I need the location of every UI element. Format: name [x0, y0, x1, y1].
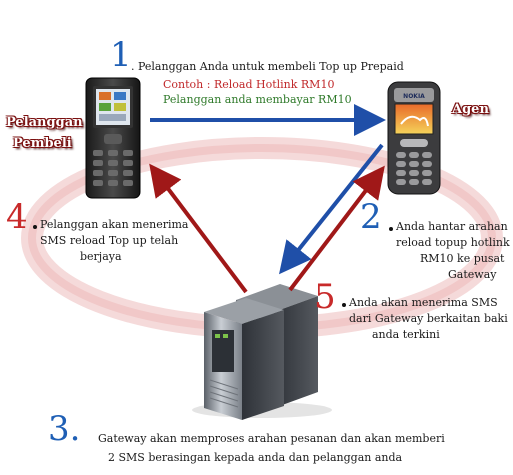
- svg-text:NOKIA: NOKIA: [403, 93, 425, 100]
- step2-line3: RM10 ke pusat: [420, 252, 505, 265]
- step2-bullet: [389, 227, 393, 231]
- step1-payment: Pelanggan anda membayar RM10: [163, 93, 352, 106]
- step2-number: 2: [360, 197, 382, 237]
- step5-line1: Anda akan menerima SMS: [349, 296, 498, 309]
- arrow-gateway-to-customer: [149, 163, 248, 294]
- step4-bullet: [33, 225, 37, 229]
- arrow-gateway-to-agent: [288, 165, 385, 292]
- step4-number: 4: [6, 197, 28, 237]
- step5-bullet: [342, 303, 346, 307]
- step5-line2: dari Gateway berkaitan baki: [349, 312, 508, 325]
- step2-line1: Anda hantar arahan: [396, 220, 508, 233]
- step3-number: 3.: [48, 409, 81, 449]
- step2-line4: Gateway: [448, 268, 497, 281]
- step4-line2: SMS reload Top up telah: [40, 234, 179, 247]
- step3-line1: Gateway akan memproses arahan pesanan da…: [98, 432, 445, 445]
- agent-label: Agen: [452, 102, 489, 117]
- step4-line1: Pelanggan akan menerima: [40, 218, 189, 231]
- arrow-agent-to-gateway: [279, 143, 384, 275]
- customer-label-line2: Pembeli: [13, 136, 72, 151]
- step4-line3: berjaya: [80, 250, 122, 263]
- gateway-server-image: [192, 284, 332, 420]
- agent-phone-image: NOKIA: [387, 81, 441, 195]
- customer-phone-image: [85, 77, 141, 199]
- step1-number: 1: [110, 35, 132, 75]
- step2-line2: reload topup hotlink: [396, 236, 510, 249]
- step3-line2: 2 SMS berasingan kepada anda dan pelangg…: [108, 451, 403, 464]
- arrows: [149, 104, 386, 294]
- step5-number: 5: [314, 277, 336, 317]
- step1-example: Contoh : Reload Hotlink RM10: [163, 78, 335, 91]
- customer-label-line1: Pelanggan: [6, 115, 83, 130]
- step1-text: . Pelanggan Anda untuk membeli Top up Pr…: [131, 60, 404, 73]
- step5-line3: anda terkini: [372, 328, 440, 341]
